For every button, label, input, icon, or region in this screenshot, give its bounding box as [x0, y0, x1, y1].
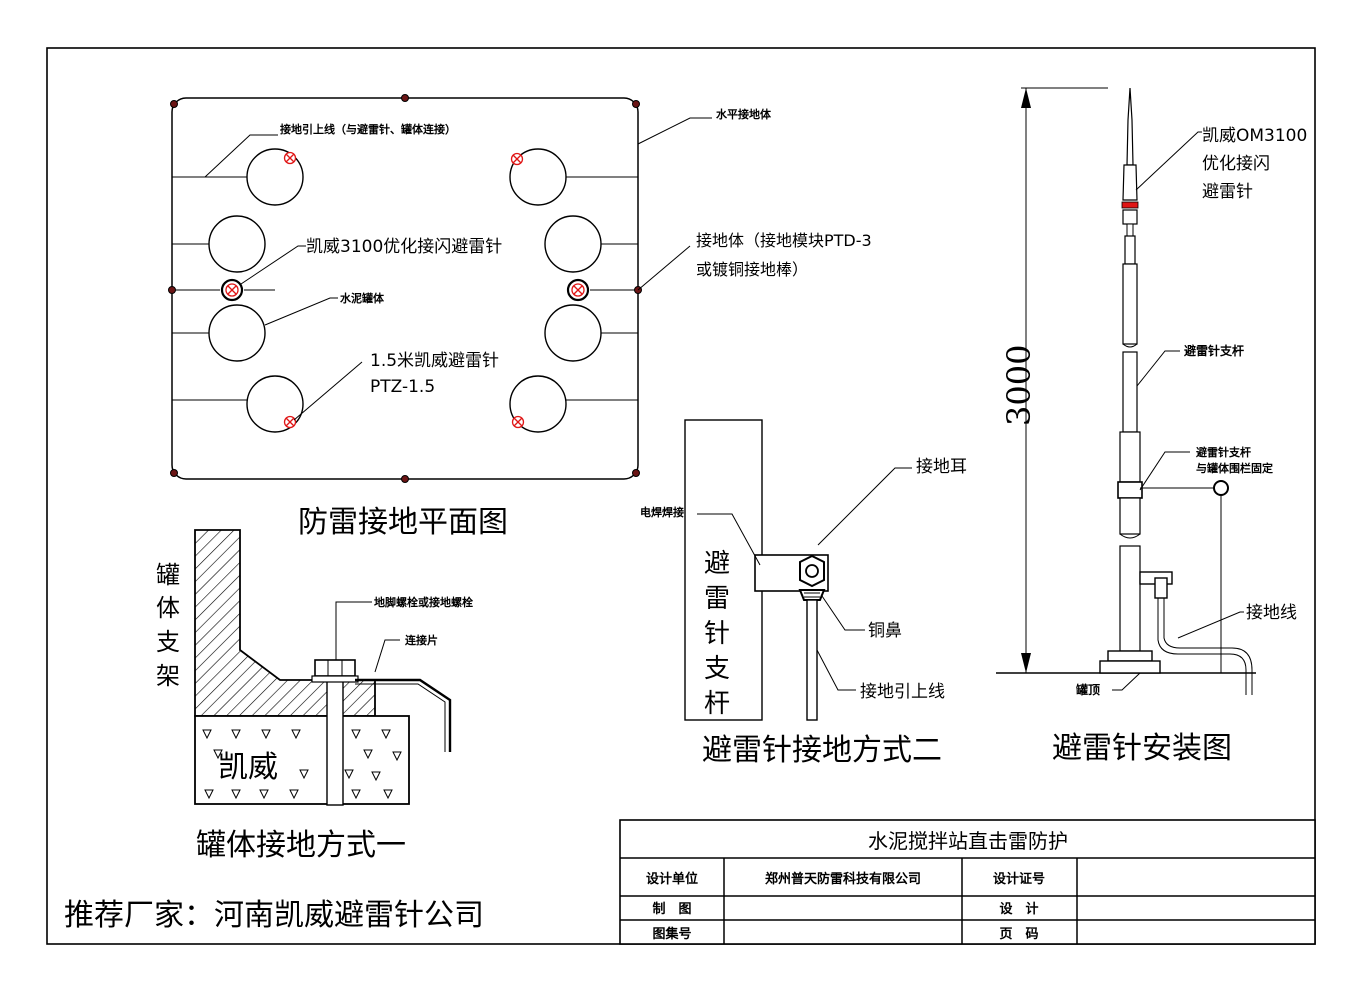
ground-node: [632, 469, 640, 477]
design-unit-value: 郑州普天防雷科技有限公司: [765, 871, 921, 887]
page-label: 页 码: [999, 927, 1038, 942]
svg-text:杆: 杆: [704, 689, 730, 719]
label-ground-lead: 接地引上线（与避雷针、罐体连接）: [280, 122, 456, 136]
ground-node: [401, 475, 409, 483]
svg-text:支: 支: [704, 654, 730, 684]
cement-tank: [544, 215, 602, 273]
label-lead: 接地引上线: [860, 682, 945, 702]
connection-plate: [355, 678, 452, 752]
plan-title: 防雷接地平面图: [298, 505, 508, 540]
label-brand: 凯威: [218, 750, 278, 785]
label-ear: 接地耳: [916, 457, 967, 477]
concrete-foundation: [194, 715, 410, 805]
label-rod-15-2: PTZ-1.5: [370, 377, 435, 397]
ground-wire: [1157, 598, 1247, 695]
install-title: 避雷针安装图: [1052, 731, 1232, 766]
support-pole: [1122, 263, 1138, 345]
rod-marker: [510, 152, 524, 166]
red-ring: [1121, 201, 1139, 209]
rod-marker: [283, 151, 297, 165]
label-fix-1: 避雷针支杆: [1196, 445, 1251, 459]
svg-text:架: 架: [156, 662, 180, 690]
cement-tank: [544, 304, 602, 362]
ground-node: [168, 286, 176, 294]
rod-3100-marker: [566, 278, 590, 302]
svg-text:避: 避: [704, 549, 730, 579]
design-unit-label: 设计单位: [646, 871, 698, 887]
svg-text:优化接闪: 优化接闪: [1202, 154, 1270, 174]
label-support: 罐 体 支 架: [156, 561, 180, 690]
cert-label: 设计证号: [993, 871, 1045, 887]
label-ground-body-1: 接地体（接地模块PTD-3: [696, 231, 872, 250]
svg-text:针: 针: [704, 619, 730, 649]
ground-node: [632, 100, 640, 108]
ground-node: [170, 100, 178, 108]
method2-title: 避雷针接地方式二: [702, 733, 942, 768]
atlas-label: 图集号: [652, 926, 691, 942]
cement-tank: [509, 148, 567, 206]
svg-text:雷: 雷: [704, 584, 730, 614]
label-ground-body-2: 或镀铜接地棒）: [696, 260, 808, 279]
cement-tank: [208, 304, 266, 362]
svg-text:支: 支: [156, 628, 180, 656]
label-pole: 避 雷 针 支 杆: [704, 549, 730, 719]
rod-support-pole: [684, 419, 763, 721]
ground-node: [401, 94, 409, 102]
label-plate: 连接片: [405, 633, 438, 647]
air-terminal: [1126, 87, 1134, 166]
title-block: 水泥搅拌站直击雷防护 设计单位 郑州普天防雷科技有限公司 设计证号 制 图 设 …: [619, 819, 1316, 945]
dimension-3000: 3000: [1000, 345, 1038, 426]
drawn-label: 制 图: [652, 901, 691, 917]
title-block-title: 水泥搅拌站直击雷防护: [868, 829, 1068, 853]
label-tank-top: 罐顶: [1075, 682, 1100, 697]
rod-marker: [511, 415, 525, 429]
copper-lug: [798, 554, 826, 601]
label-bolt: 地脚螺栓或接地螺栓: [374, 595, 473, 609]
label-fix-2: 与罐体围栏固定: [1196, 461, 1273, 475]
label-rod-15-1: 1.5米凯威避雷针: [370, 351, 499, 371]
ground-lead-wire: [806, 599, 818, 721]
install-section: 3000 凯: [996, 87, 1307, 766]
fence-ring: [1213, 480, 1229, 496]
cement-tank: [208, 215, 266, 273]
base-plate: [1107, 650, 1153, 662]
plan-view: 接地引上线（与避雷针、罐体连接） 水平接地体 凯威3100优化接闪避雷针 接地体…: [168, 94, 872, 540]
ground-node: [170, 469, 178, 477]
method1-title: 罐体接地方式一: [196, 828, 406, 863]
label-rod-3100: 凯威3100优化接闪避雷针: [306, 237, 502, 257]
cement-tank: [509, 375, 567, 433]
svg-text:体: 体: [156, 594, 180, 622]
svg-text:罐: 罐: [156, 561, 180, 589]
rod-3100-marker: [220, 278, 244, 302]
label-om3100: 凯威OM3100 优化接闪 避雷针: [1202, 126, 1307, 202]
label-tank: 水泥罐体: [340, 291, 385, 305]
label-support-pole: 避雷针支杆: [1184, 343, 1244, 358]
anchor-bolt: [326, 664, 344, 806]
design-label: 设 计: [999, 901, 1038, 917]
method1-section: 罐 体 支 架 地脚螺栓或接地螺栓 连接片 凯威 罐体接地方式一: [156, 529, 473, 863]
rod-marker: [283, 415, 297, 429]
label-nose: 铜鼻: [868, 621, 902, 641]
method2-section: 避 雷 针 支 杆 电焊焊接 接地耳 铜鼻 接地引上线 避雷针接地方式二: [640, 419, 967, 768]
label-weld: 电焊焊接: [640, 505, 684, 519]
svg-text:避雷针: 避雷针: [1202, 182, 1253, 202]
label-ground-wire: 接地线: [1246, 603, 1297, 623]
svg-text:凯威OM3100: 凯威OM3100: [1202, 126, 1307, 146]
tank-support: [194, 529, 376, 717]
label-horizontal-conductor: 水平接地体: [716, 107, 772, 121]
recommend-text: 推荐厂家：河南凯威避雷针公司: [64, 898, 484, 933]
